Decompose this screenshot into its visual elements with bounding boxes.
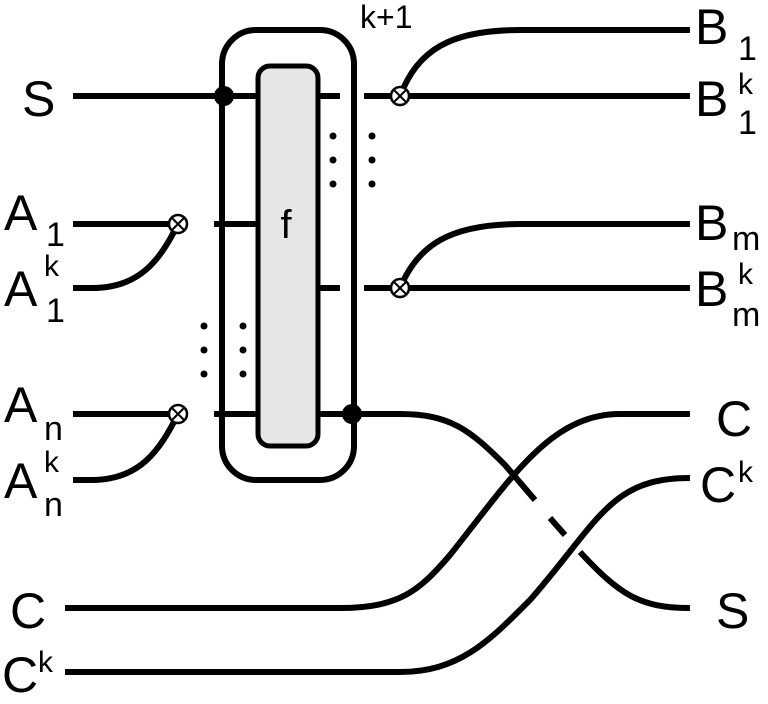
label-an-sub: n: [44, 410, 63, 448]
junction-dot-s: [214, 86, 234, 106]
label-bmk-sub: m: [732, 296, 760, 334]
label-ck-in: C: [2, 647, 38, 703]
label-bm: B: [695, 195, 728, 251]
tensor-icon: [389, 277, 411, 299]
label-a1k-sub: 1: [46, 292, 65, 330]
label-a1-sub: 1: [46, 216, 65, 254]
label-b1k-sub: 1: [738, 104, 757, 142]
tensor-icon: [167, 403, 189, 425]
wire-s-out-3: [577, 549, 691, 611]
label-s-in: S: [22, 71, 55, 127]
label-b1k-sup: k: [738, 68, 754, 101]
wire-bm: [397, 221, 690, 290]
label-ck-out: C: [700, 457, 736, 513]
label-an: A: [4, 377, 38, 433]
label-ank: A: [4, 453, 38, 509]
function-label: f: [280, 203, 292, 247]
wire-ank: [73, 412, 181, 483]
wire-b1: [397, 27, 690, 98]
label-a1k: A: [4, 261, 38, 317]
wire-c: [65, 411, 690, 611]
wire-s-out-2: [547, 516, 568, 537]
label-ank-sup: k: [44, 446, 60, 479]
label-ank-sub: n: [44, 486, 63, 524]
label-ck-out-sup: k: [738, 456, 754, 489]
label-b1k: B: [695, 71, 728, 127]
wire-s-out: [352, 411, 538, 502]
label-bmk: B: [695, 261, 728, 317]
wire-ck: [65, 475, 691, 675]
label-c-out: C: [716, 391, 752, 447]
label-ck-in-sup: k: [38, 646, 54, 679]
label-s-out: S: [716, 583, 749, 639]
label-bm-sub: m: [732, 220, 760, 258]
wire-a1k: [73, 222, 181, 291]
tensor-icon: [389, 85, 411, 107]
label-c-in: C: [10, 583, 46, 639]
function-box: [255, 63, 321, 449]
label-b1-sub: 1: [738, 30, 757, 68]
label-bmk-sup: k: [738, 258, 754, 291]
label-a1: A: [4, 185, 38, 241]
ellipsis-dots: [200, 132, 376, 378]
label-b1: B: [695, 0, 728, 55]
label-a1k-sup: k: [44, 250, 60, 283]
exponent-label: k+1: [360, 0, 412, 35]
tensor-icon: [167, 213, 189, 235]
outer-frame: [219, 27, 357, 483]
